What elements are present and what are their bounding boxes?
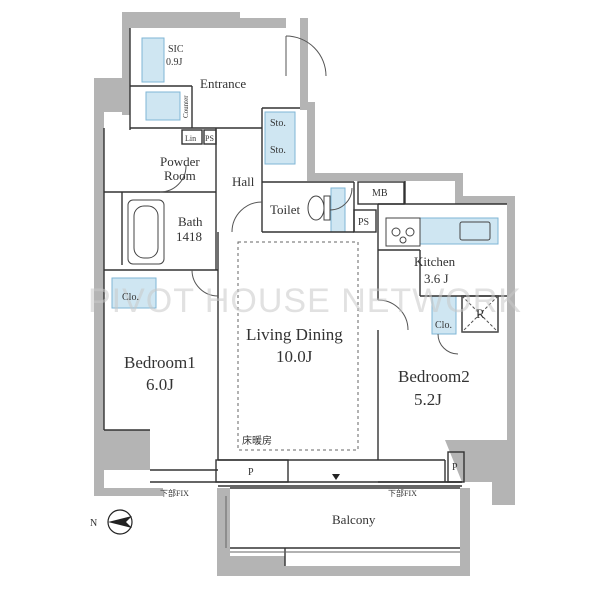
bedroom1-label: Bedroom1 [124, 353, 196, 372]
powder-room-label-2: Room [164, 168, 196, 183]
entrance-label: Entrance [200, 76, 246, 91]
p-living-label: P [248, 467, 254, 478]
toilet-label: Toilet [270, 202, 301, 217]
living-dining-size-label: 10.0J [276, 347, 313, 366]
bath-size-label: 1418 [176, 229, 202, 244]
door-swings [159, 35, 459, 355]
floor-heating-label: 床暖房 [242, 434, 272, 447]
ps-kitchen-label: PS [358, 217, 369, 228]
stove [385, 217, 421, 247]
fix-2-label: 下部FIX [388, 488, 417, 498]
toilet-bowl [307, 195, 331, 221]
floor-heating-zone [237, 241, 359, 451]
hall-label: Hall [232, 174, 255, 189]
bedroom2-label: Bedroom2 [398, 367, 470, 386]
watermark: PIVOT HOUSE NETWORK [88, 282, 522, 320]
storage-fills [111, 37, 499, 335]
bath-label: Bath [178, 214, 203, 229]
bedroom1-size-label: 6.0J [146, 375, 174, 394]
kitchen-sink [459, 221, 491, 241]
interior-walls [103, 28, 507, 566]
bedroom2-size-label: 5.2J [414, 390, 442, 409]
closet-2-label: Clo. [435, 320, 452, 331]
powder-room-label: Powder [160, 154, 200, 169]
storage-2-label: Sto. [270, 145, 286, 156]
p-bedroom2-label: P [452, 462, 458, 473]
kitchen-size-label: 3.6 J [424, 271, 449, 286]
lin-label: Lin [185, 134, 196, 143]
balcony-rail [225, 496, 460, 553]
storage-1-label: Sto. [270, 118, 286, 129]
closet-1-label: Clo. [122, 292, 139, 303]
compass-n-label: N [90, 518, 97, 529]
compass-icon: N [90, 509, 133, 535]
sic-label: SIC [168, 44, 184, 55]
counter-label: Counter [182, 95, 190, 118]
mb-label: MB [372, 188, 388, 199]
entrance-marker [332, 474, 340, 480]
fridge-symbol [461, 295, 499, 333]
exterior-walls [94, 12, 515, 576]
balcony-label: Balcony [332, 512, 376, 527]
ps-entrance-label: PS [205, 134, 214, 143]
living-dining-label: Living Dining [246, 325, 343, 344]
kitchen-label: Kitchen [414, 254, 456, 269]
sic-size-label: 0.9J [166, 57, 183, 68]
bathtub [127, 199, 165, 265]
fridge-label: R [476, 306, 485, 321]
fix-1-label: 下部FIX [160, 488, 189, 498]
